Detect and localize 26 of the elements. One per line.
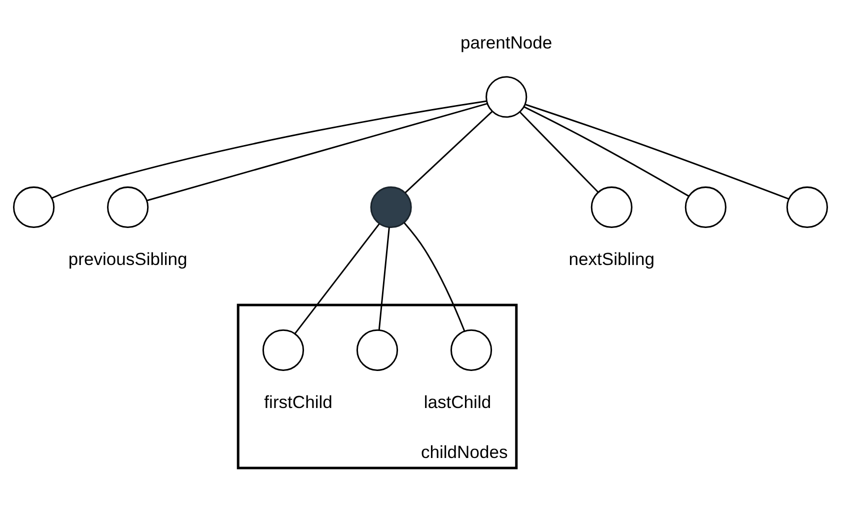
node-circle <box>370 186 412 228</box>
connector <box>524 106 689 197</box>
node-label: previousSibling <box>68 249 188 270</box>
node-circle <box>262 329 304 371</box>
connector <box>520 112 599 193</box>
node-label: lastChild <box>424 392 492 412</box>
node-circle <box>356 329 398 371</box>
node-label: parentNode <box>460 32 552 52</box>
connector <box>52 100 487 199</box>
connector <box>525 104 789 200</box>
node-circle <box>486 76 528 118</box>
connector <box>404 110 493 194</box>
connector <box>378 227 390 330</box>
node-circle <box>684 186 726 228</box>
node-circle <box>450 329 492 371</box>
node-circle <box>590 186 632 228</box>
node-circle <box>107 186 149 228</box>
node-label: nextSibling <box>568 249 655 270</box>
connector <box>404 222 466 332</box>
node-circle <box>13 186 55 228</box>
connector <box>294 224 380 334</box>
node-label: firstChild <box>264 392 332 412</box>
node-circle <box>786 186 828 228</box>
connector <box>146 102 488 202</box>
node-label: childNodes <box>421 442 508 462</box>
cluster <box>236 304 518 470</box>
